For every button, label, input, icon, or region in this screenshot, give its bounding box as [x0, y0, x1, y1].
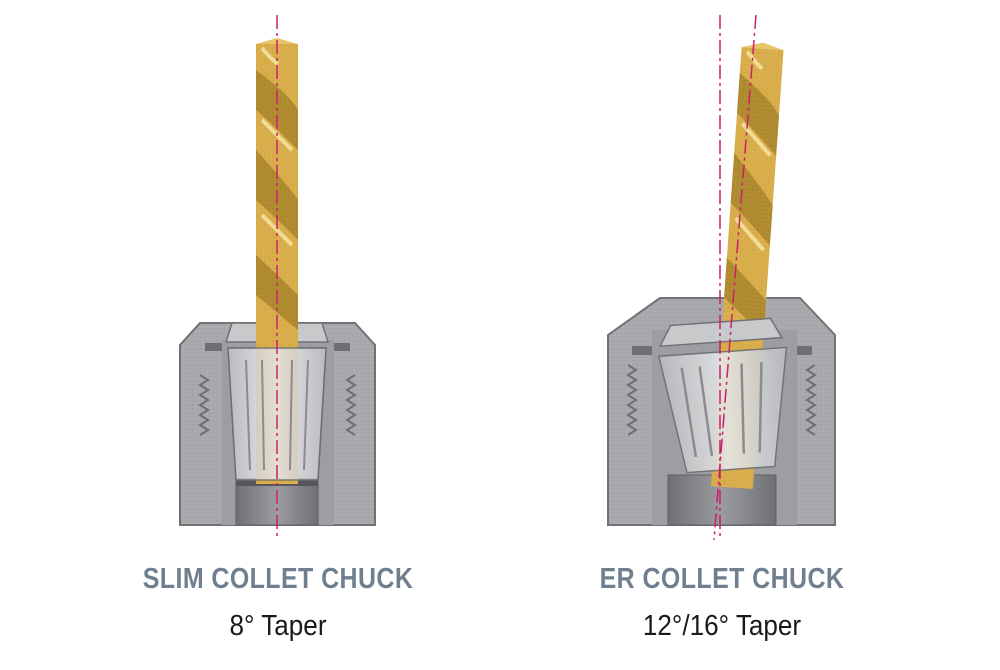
er-collet-chuck-title: ER COLLET CHUCK — [599, 563, 845, 595]
slim-chuck-thread-left — [198, 374, 210, 436]
er-centerline-drill — [713, 14, 757, 541]
er-chuck-thread-right — [805, 364, 817, 436]
er-chuck-thread-left — [626, 364, 638, 436]
slim-chuck-thread-right — [345, 374, 357, 436]
slim-collet-chuck-illustration — [179, 15, 376, 540]
er-collet-chuck-taper: 12°/16° Taper — [642, 610, 802, 642]
er-collet — [657, 317, 788, 474]
slim-collet-chuck-taper: 8° Taper — [229, 610, 327, 642]
er-collet-chuck-illustration — [607, 14, 836, 541]
slim-collet-chuck-title: SLIM COLLET CHUCK — [142, 563, 414, 595]
